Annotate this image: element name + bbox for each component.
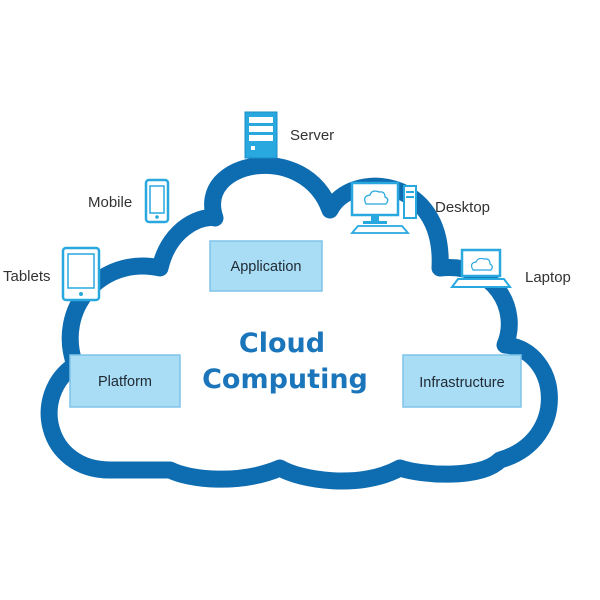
diagram-title-line1: Cloud xyxy=(239,328,325,359)
desktop-computer-icon xyxy=(350,181,417,234)
server-icon xyxy=(244,111,278,159)
mobile-label: Mobile xyxy=(88,194,132,211)
diagram-title-line2: Computing xyxy=(202,364,368,395)
platform-label: Platform xyxy=(98,374,152,390)
server-label: Server xyxy=(290,127,334,144)
tablets-label: Tablets xyxy=(3,268,51,285)
infrastructure-label: Infrastructure xyxy=(419,375,504,391)
laptop-label: Laptop xyxy=(525,269,571,286)
application-label: Application xyxy=(231,259,302,275)
tablet-icon xyxy=(61,246,101,302)
mobile-phone-icon xyxy=(144,178,170,224)
laptop-icon xyxy=(450,248,512,288)
application-box: Application xyxy=(209,240,323,292)
desktop-label: Desktop xyxy=(435,199,490,216)
infrastructure-box: Infrastructure xyxy=(402,354,522,408)
platform-box: Platform xyxy=(69,354,181,408)
